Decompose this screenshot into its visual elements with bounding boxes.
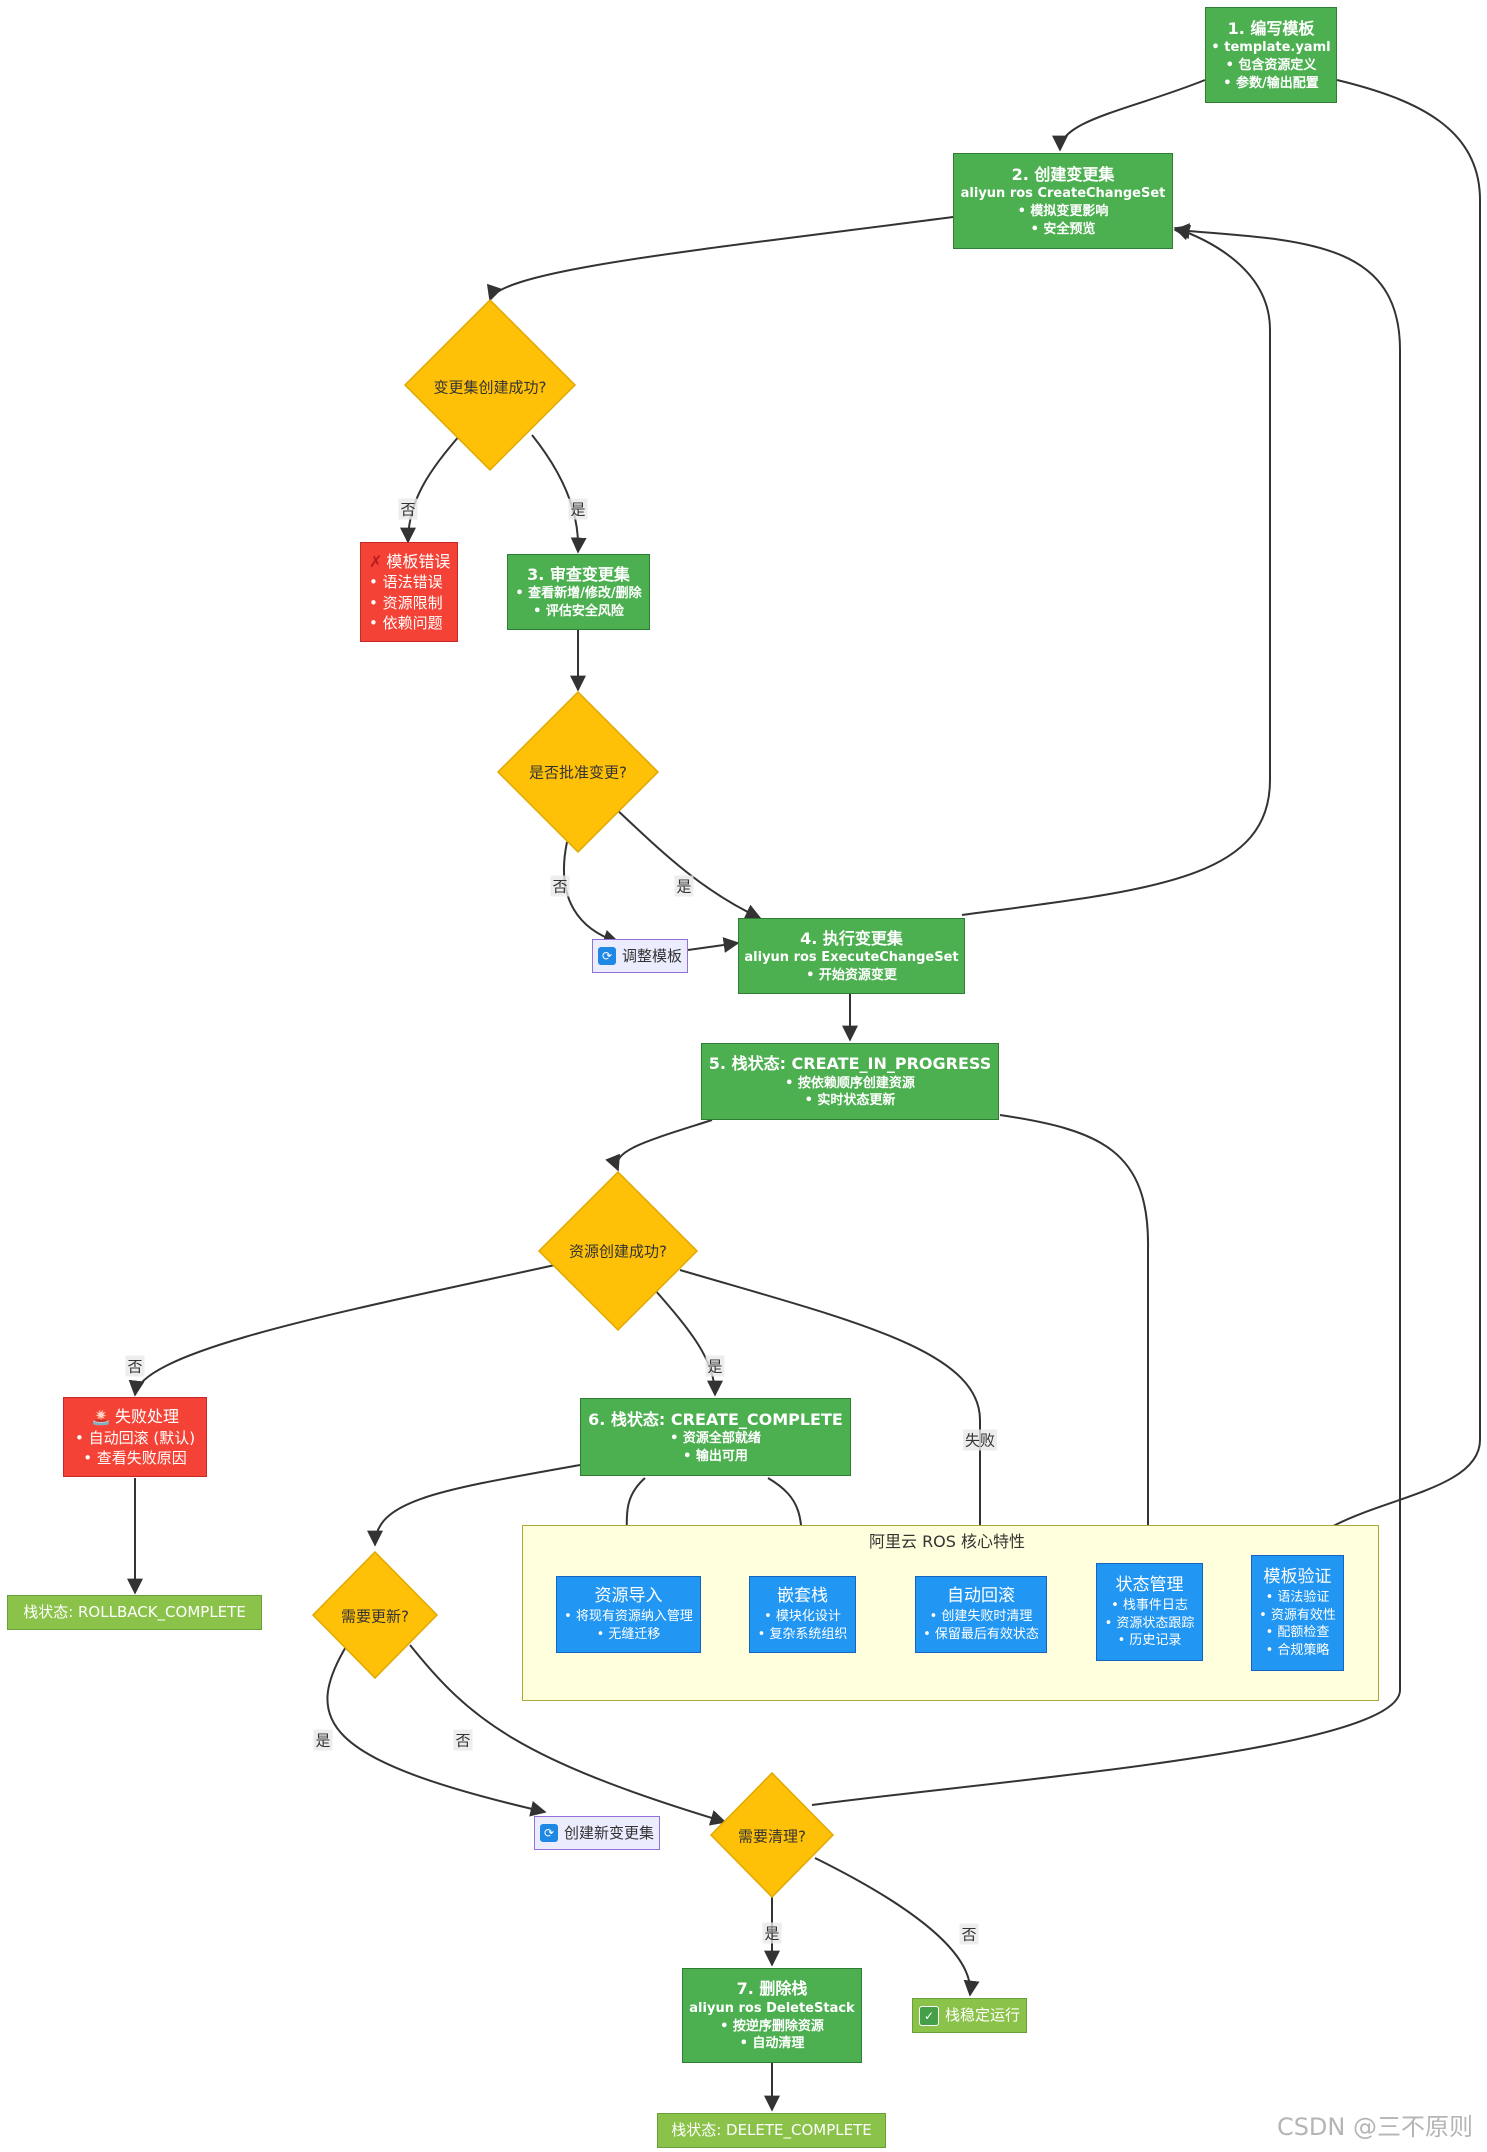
decision-approve-change <box>496 690 660 854</box>
template-error-node[interactable]: ✗模板错误 • 语法错误 • 资源限制 • 依赖问题 <box>360 542 458 642</box>
feature-nested-stack[interactable]: 嵌套栈 • 模块化设计 • 复杂系统组织 <box>749 1576 856 1653</box>
adjust-template-node[interactable]: ⟳ 调整模板 <box>592 939 688 973</box>
edge-n1-n2 <box>1052 79 1206 152</box>
edge-d4-d5 <box>409 1644 727 1826</box>
refresh-icon: ⟳ <box>597 947 616 965</box>
cross-icon: ✗ <box>369 551 383 571</box>
edge-label-d3-no: 否 <box>125 1355 145 1377</box>
edge-d5-n2 <box>811 223 1401 1806</box>
decision-need-update <box>311 1550 439 1680</box>
edge-label-d4-yes: 是 <box>313 1729 333 1751</box>
feature-template-validation[interactable]: 模板验证 • 语法验证 • 资源有效性 • 配额检查 • 合规策略 <box>1251 1555 1344 1671</box>
edge-adjust-n2 <box>687 937 740 953</box>
edge-n1-validation <box>1299 79 1481 1557</box>
edge-n6-d4 <box>367 1464 581 1547</box>
decision-changeset-created <box>403 298 577 472</box>
check-icon: ✓ <box>918 2005 939 2026</box>
edge-d2-n4 <box>614 807 762 920</box>
decision-need-cleanup-label: 需要清理? <box>738 1827 806 1846</box>
decision-need-update-label: 需要更新? <box>341 1607 409 1626</box>
edge-d5-stable <box>814 1857 980 1997</box>
edge-n2-d1 <box>487 216 954 302</box>
edge-label-d5-yes: 是 <box>762 1922 782 1944</box>
decision-approve-change-label: 是否批准变更? <box>529 763 627 782</box>
edge-d3-n6 <box>654 1289 723 1397</box>
refresh-icon: ⟳ <box>539 1824 558 1842</box>
failure-handling-node[interactable]: 🚨失败处理 • 自动回滚 (默认) • 查看失败原因 <box>63 1397 207 1477</box>
decision-resources-created-label: 资源创建成功? <box>569 1242 667 1261</box>
feature-resource-import[interactable]: 资源导入 • 将现有资源纳入管理 • 无缝迁移 <box>556 1576 701 1653</box>
rollback-complete-node[interactable]: 栈状态: ROLLBACK_COMPLETE <box>7 1595 262 1630</box>
edge-label-d5-no: 否 <box>959 1923 979 1945</box>
feature-state-management[interactable]: 状态管理 • 栈事件日志 • 资源状态跟踪 • 历史记录 <box>1096 1563 1203 1661</box>
create-new-changeset-node[interactable]: ⟳ 创建新变更集 <box>534 1816 660 1850</box>
step-5-create-in-progress[interactable]: 5. 栈状态: CREATE_IN_PROGRESS • 按依赖顺序创建资源 •… <box>701 1043 999 1120</box>
feature-auto-rollback[interactable]: 自动回滚 • 创建失败时清理 • 保留最后有效状态 <box>915 1576 1047 1653</box>
alarm-icon: 🚨 <box>91 1406 111 1426</box>
delete-complete-node[interactable]: 栈状态: DELETE_COMPLETE <box>657 2113 886 2148</box>
edge-label-d3-fail: 失败 <box>962 1429 998 1451</box>
edge-n5-d3 <box>605 1119 713 1172</box>
decision-resources-created <box>537 1170 699 1332</box>
decision-changeset-created-label: 变更集创建成功? <box>433 378 547 397</box>
edge-d1-n3 <box>531 434 587 554</box>
edge-n4-n2 <box>961 225 1271 916</box>
edge-d3-rollbackfeature <box>679 1269 988 1570</box>
edge-label-d3-yes: 是 <box>705 1355 725 1377</box>
edge-n5-state <box>999 1114 1156 1562</box>
edge-d3-fail <box>128 1264 556 1397</box>
step-6-create-complete[interactable]: 6. 栈状态: CREATE_COMPLETE • 资源全部就绪 • 输出可用 <box>580 1398 851 1476</box>
edge-d2-adjust <box>562 841 620 946</box>
watermark: CSDN @三不原则 <box>1276 2113 1473 2141</box>
stack-stable-node[interactable]: ✓ 栈稳定运行 <box>912 1998 1027 2033</box>
edge-label-d1-yes: 是 <box>568 498 588 520</box>
step-2-create-changeset[interactable]: 2. 创建变更集 aliyun ros CreateChangeSet • 模拟… <box>953 153 1173 249</box>
step-3-review-changeset[interactable]: 3. 审查变更集 • 查看新增/修改/删除 • 评估安全风险 <box>507 554 650 630</box>
edge-label-d1-no: 否 <box>398 498 418 520</box>
step-7-delete-stack[interactable]: 7. 删除栈 aliyun ros DeleteStack • 按逆序删除资源 … <box>682 1968 862 2063</box>
decision-need-cleanup <box>709 1771 835 1899</box>
cluster-title: 阿里云 ROS 核心特性 <box>868 1532 1026 1551</box>
edge-d1-err1 <box>400 434 461 544</box>
edge-d4-newcs <box>326 1639 547 1817</box>
edge-label-d4-no: 否 <box>453 1729 473 1751</box>
step-4-execute-changeset[interactable]: 4. 执行变更集 aliyun ros ExecuteChangeSet • 开… <box>738 918 965 994</box>
step-1-write-template[interactable]: 1. 编写模板 • template.yaml • 包含资源定义 • 参数/输出… <box>1205 7 1337 103</box>
edge-label-d2-yes: 是 <box>674 875 694 897</box>
edge-label-d2-no: 否 <box>550 875 570 897</box>
